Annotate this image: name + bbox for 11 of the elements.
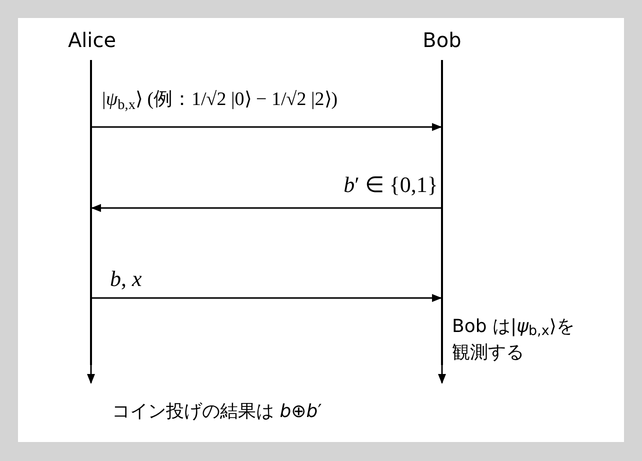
lifeline (90, 60, 92, 365)
message-arrow (91, 204, 441, 212)
participant-label: Bob (416, 26, 468, 54)
message-arrow (92, 294, 442, 302)
participant-label: Alice (62, 26, 122, 54)
lifeline-arrow (87, 365, 95, 384)
lifeline (441, 60, 443, 365)
note-text: Bob は|ψ$_{b,x}$⟩を観測する (452, 315, 576, 365)
result-note: コイン投げの結果は b⊕b′ (112, 400, 322, 424)
message-arrow (92, 123, 442, 131)
lifeline-arrow (438, 365, 446, 384)
